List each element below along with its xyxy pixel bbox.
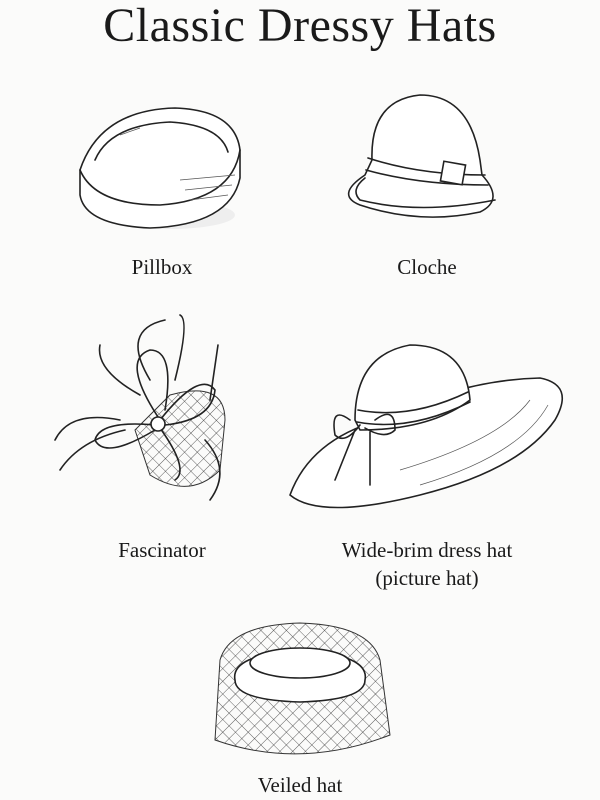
wide-brim-hat-illustration bbox=[289, 344, 564, 509]
veiled-hat-label: Veiled hat bbox=[257, 773, 343, 797]
wide-brim-hat-subtitle: (picture hat) bbox=[375, 566, 479, 590]
veiled-hat-illustration bbox=[214, 622, 391, 755]
page-title: Classic Dressy Hats bbox=[103, 0, 497, 52]
pillbox-illustration bbox=[79, 107, 241, 229]
fascinator-label: Fascinator bbox=[118, 538, 206, 562]
fascinator-illustration bbox=[54, 314, 226, 501]
cloche-illustration bbox=[347, 94, 496, 218]
pillbox-label: Pillbox bbox=[131, 255, 193, 279]
cloche-label: Cloche bbox=[397, 255, 457, 279]
wide-brim-hat-label: Wide-brim dress hat bbox=[341, 538, 513, 562]
